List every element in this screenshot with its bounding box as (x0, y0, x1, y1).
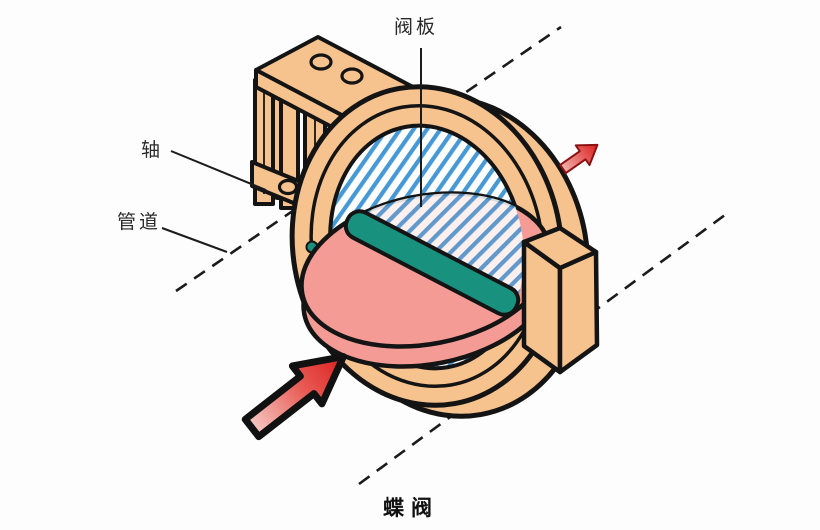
shaft-bar (343, 209, 521, 317)
leader-line-pipe (161, 227, 228, 253)
flow-arrow-small-icon (559, 143, 599, 175)
diagram-caption: 蝶阀 (383, 496, 439, 520)
valve-plate-label: 阀板 (394, 16, 439, 38)
flange-boss (521, 225, 600, 375)
flow-arrow-large-icon (241, 353, 347, 441)
leader-line-shaft (170, 150, 267, 191)
pipe-centerline-upper (175, 25, 562, 293)
shaft-label: 轴 (141, 139, 164, 161)
pipe-label: 管道 (117, 211, 162, 233)
disc-behind-hatch (311, 173, 543, 339)
valve-disc (299, 173, 555, 369)
